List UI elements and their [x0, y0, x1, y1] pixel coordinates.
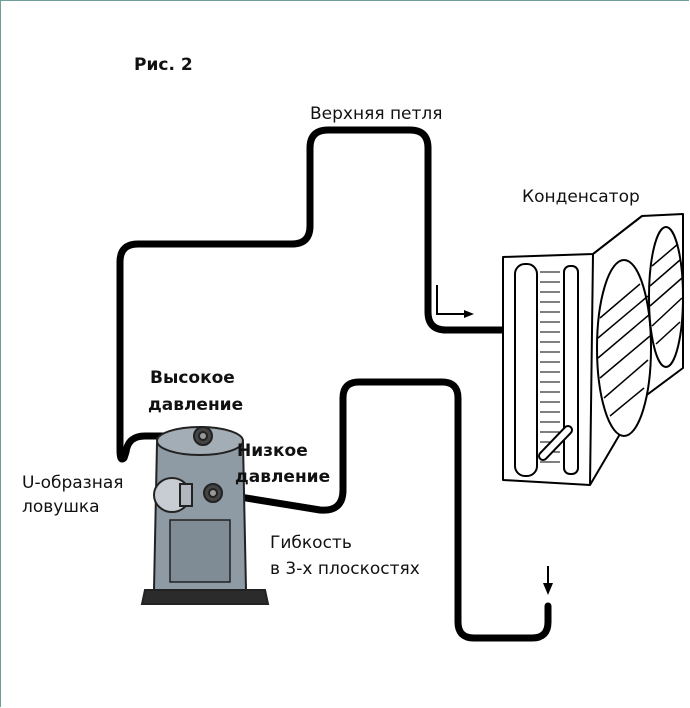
- label-low-pressure-line1: Низкое: [237, 441, 308, 461]
- compressor: [140, 426, 270, 605]
- label-high-pressure-line1: Высокое: [150, 368, 235, 388]
- label-u-trap-line1: U-образная: [22, 473, 124, 493]
- flow-arrow-right: [436, 285, 474, 318]
- label-u-trap-line2: ловушка: [22, 497, 100, 517]
- label-upper-loop: Верхняя петля: [310, 104, 443, 124]
- flow-arrow-down: [543, 566, 553, 595]
- suction-line: [211, 378, 552, 642]
- label-condenser: Конденсатор: [522, 187, 640, 207]
- condenser-unit: [502, 213, 684, 486]
- label-flexibility-line2: в 3-х плоскостях: [270, 559, 420, 579]
- label-flexibility-line1: Гибкость: [270, 533, 352, 553]
- discharge-line: [116, 126, 516, 463]
- label-low-pressure-line2: давление: [235, 467, 331, 487]
- label-high-pressure-line2: давление: [148, 395, 244, 415]
- figure-title: Рис. 2: [134, 55, 193, 75]
